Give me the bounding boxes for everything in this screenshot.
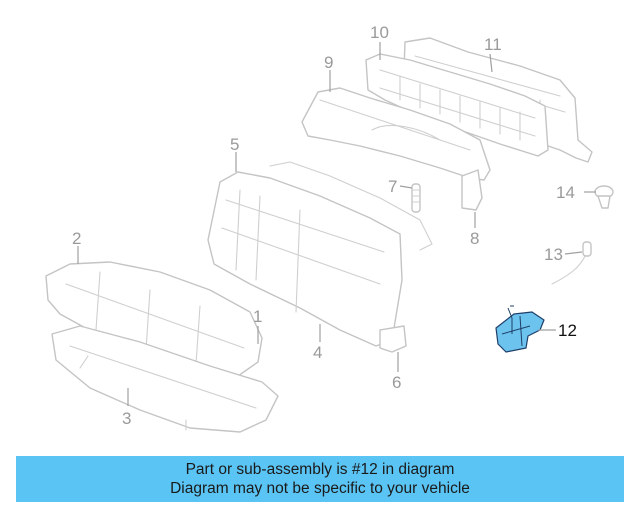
callout-10: 10 bbox=[370, 23, 389, 42]
info-banner: Part or sub-assembly is #12 in diagram D… bbox=[16, 456, 624, 502]
part-12-highlighted-bracket[interactable] bbox=[495, 305, 545, 353]
part-5-seat-back[interactable] bbox=[207, 161, 433, 347]
part-3-seat-frame[interactable] bbox=[51, 325, 279, 433]
callout-4: 4 bbox=[313, 343, 322, 362]
callout-5: 5 bbox=[230, 135, 239, 154]
callout-12: 12 bbox=[558, 321, 577, 340]
callout-8: 8 bbox=[470, 229, 479, 248]
part-8-bracket[interactable] bbox=[461, 169, 483, 211]
callout-9: 9 bbox=[324, 53, 333, 72]
callout-13: 13 bbox=[544, 245, 563, 264]
part-14-fastener[interactable] bbox=[594, 185, 614, 209]
callout-11: 11 bbox=[484, 35, 502, 54]
callout-7: 7 bbox=[388, 177, 397, 196]
part-7-bolt[interactable] bbox=[411, 183, 421, 213]
callout-1: 1 bbox=[253, 307, 262, 326]
part-13-cable[interactable] bbox=[551, 241, 592, 285]
part-9-back-cushion-upper[interactable] bbox=[301, 87, 491, 181]
banner-line-2: Diagram may not be specific to your vehi… bbox=[170, 480, 470, 497]
part-2-seat-cushion[interactable] bbox=[45, 261, 263, 377]
callout-6: 6 bbox=[392, 373, 401, 392]
callout-14: 14 bbox=[556, 183, 575, 202]
callout-3: 3 bbox=[122, 409, 131, 428]
part-6-hinge[interactable] bbox=[379, 325, 407, 353]
banner-line-1: Part or sub-assembly is #12 in diagram bbox=[185, 461, 455, 478]
callout-2: 2 bbox=[72, 229, 81, 248]
